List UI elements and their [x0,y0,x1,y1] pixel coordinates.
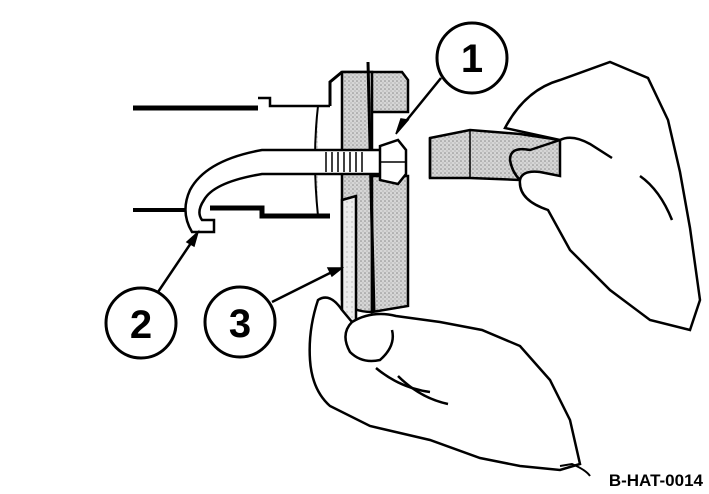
callout-2: 2 [104,229,200,360]
callout-3: 3 [203,267,345,359]
left-hand [308,296,591,477]
j-hook-bolt [184,148,384,234]
hex-nut [378,138,408,186]
axle-housing [133,70,343,219]
callout-3-label: 3 [229,302,251,346]
right-hand [503,60,702,332]
callout-2-label: 2 [130,303,152,347]
callout-1-label: 1 [461,37,483,81]
callout-1: 1 [395,21,509,135]
figure-code: B-HAT-0014 [609,471,704,490]
